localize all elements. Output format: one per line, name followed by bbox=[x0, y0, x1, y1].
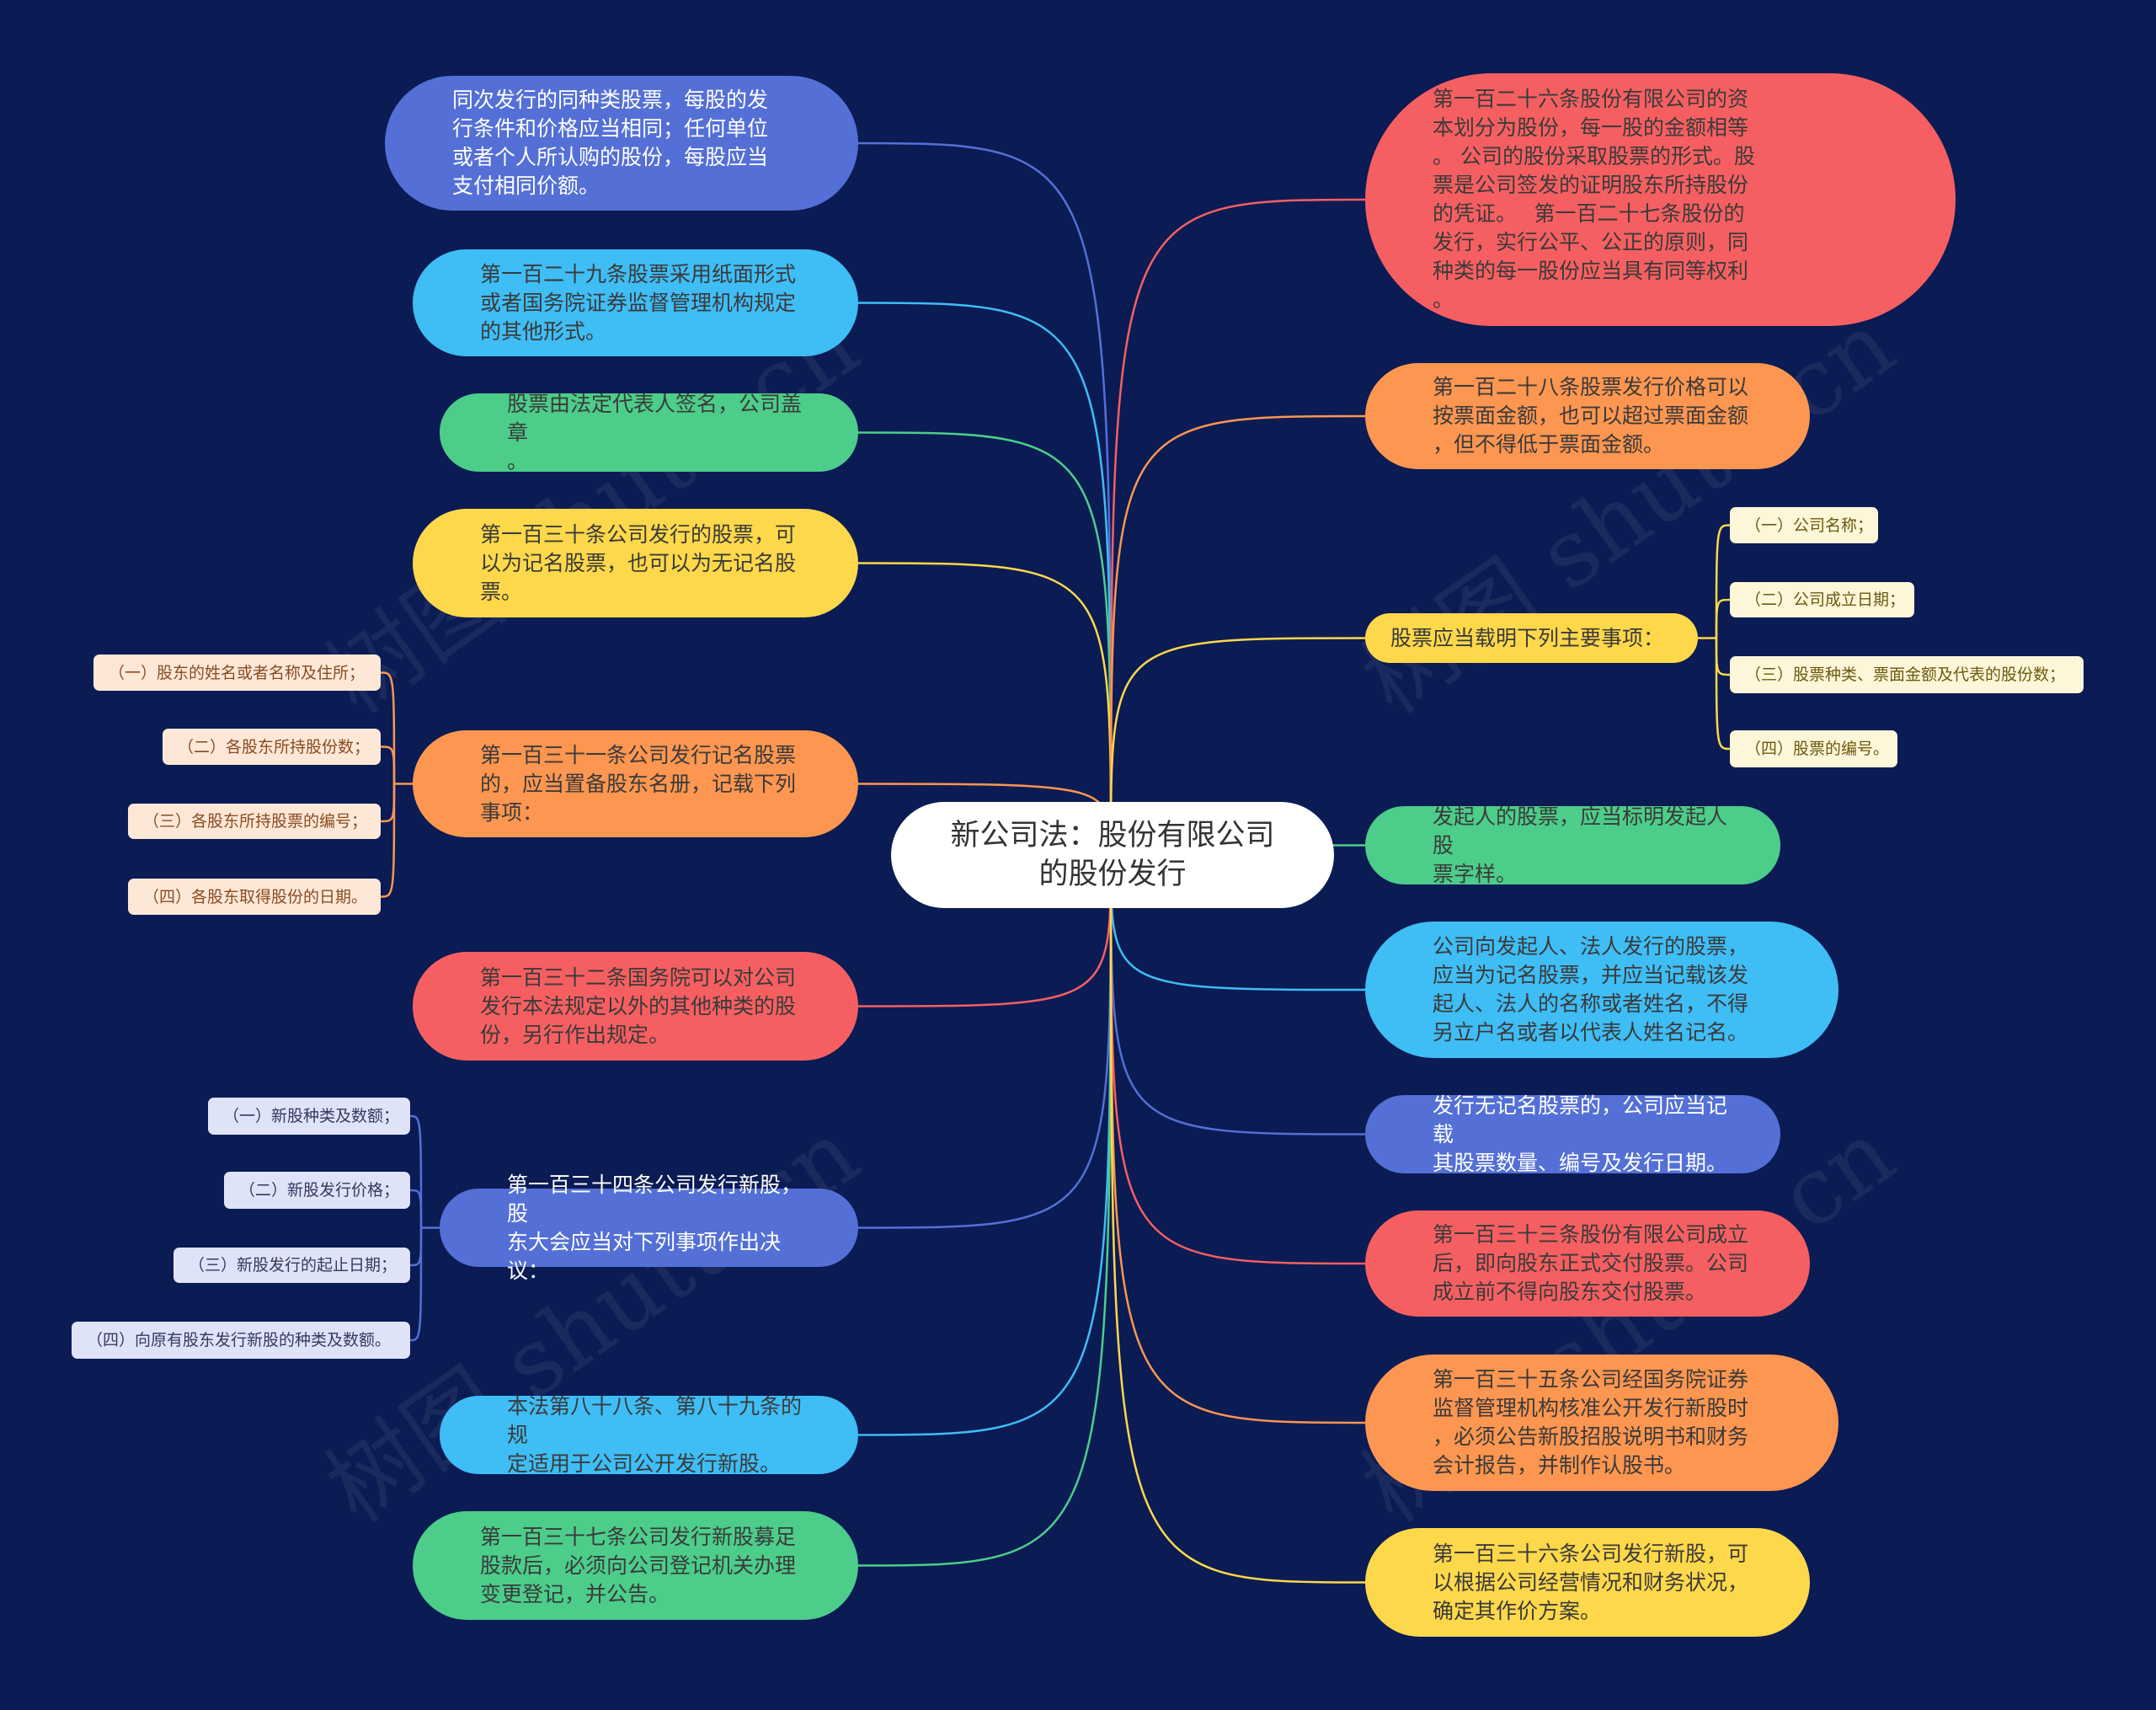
right-topic-3-subitem-2[interactable]: （二）公司成立日期； bbox=[1730, 582, 1914, 617]
right-topic-3-subitem-1[interactable]: （一）公司名称； bbox=[1730, 507, 1878, 543]
right-topic-7[interactable]: 第一百三十三条股份有限公司成立 后，即向股东正式交付股票。公司 成立前不得向股东… bbox=[1365, 1210, 1810, 1317]
connector-right-9 bbox=[1109, 854, 1366, 1584]
right-topic-1[interactable]: 第一百二十六条股份有限公司的资 本划分为股份，每一股的金额相等 。 公司的股份采… bbox=[1365, 73, 1956, 326]
subitem-connector bbox=[380, 783, 396, 823]
right-topic-6[interactable]: 发行无记名股票的，公司应当记载 其股票数量、编号及发行日期。 bbox=[1365, 1093, 1780, 1175]
subitem-connector bbox=[409, 1227, 423, 1267]
left-topic-5-subitem-4[interactable]: （四）各股东取得股份的日期。 bbox=[128, 879, 381, 915]
connector-left-8 bbox=[857, 854, 1113, 1436]
left-topic-5-subitem-2[interactable]: （二）各股东所持股份数； bbox=[163, 729, 381, 765]
connector-right-7 bbox=[1109, 854, 1366, 1265]
connector-left-7 bbox=[857, 854, 1113, 1229]
left-topic-5-subitem-3[interactable]: （三）各股东所持股票的编号； bbox=[128, 804, 381, 839]
subitem-connector bbox=[1715, 638, 1731, 751]
left-topic-5-subitem-1[interactable]: （一）股东的姓名或者名称及住所； bbox=[93, 655, 381, 691]
right-topic-4[interactable]: 发起人的股票，应当标明发起人股 票字样。 bbox=[1365, 804, 1780, 886]
subitem-connector bbox=[409, 1114, 423, 1228]
left-topic-1[interactable]: 同次发行的同种类股票，每股的发 行条件和价格应当相同；任何单位 或者个人所认购的… bbox=[385, 76, 858, 211]
subitem-connector bbox=[380, 745, 396, 784]
right-topic-3-subitem-3[interactable]: （三）股票种类、票面金额及代表的股份数； bbox=[1730, 656, 2084, 693]
right-topic-8[interactable]: 第一百三十五条公司经国务院证券 监督管理机构核准公开发行新股时 ，必须公告新股招… bbox=[1365, 1355, 1838, 1491]
left-topic-7-subitem-2[interactable]: （二）新股发行价格； bbox=[224, 1172, 410, 1209]
right-topic-3-subitem-4[interactable]: （四）股票的编号。 bbox=[1730, 730, 1897, 767]
subitem-connector bbox=[1715, 598, 1731, 639]
left-topic-7-subitem-1[interactable]: （一）新股种类及数额； bbox=[208, 1098, 410, 1135]
subitem-connector bbox=[380, 671, 396, 784]
left-topic-6[interactable]: 第一百三十二条国务院可以对公司 发行本法规定以外的其他种类的股 份，另行作出规定… bbox=[413, 952, 858, 1061]
right-topic-2[interactable]: 第一百二十八条股票发行价格可以 按票面金额，也可以超过票面金额 ，但不得低于票面… bbox=[1365, 363, 1810, 469]
left-topic-7[interactable]: 第一百三十四条公司发行新股，股 东大会应当对下列事项作出决议： bbox=[440, 1173, 858, 1283]
connector-right-2 bbox=[1109, 414, 1366, 856]
connector-left-9 bbox=[857, 854, 1113, 1567]
connector-right-1 bbox=[1109, 198, 1366, 856]
subitem-connector bbox=[409, 1227, 423, 1342]
left-topic-8[interactable]: 本法第八十八条、第八十九条的规 定适用于公司公开发行新股。 bbox=[440, 1394, 858, 1476]
left-topic-7-subitem-3[interactable]: （三）新股发行的起止日期； bbox=[173, 1248, 410, 1283]
subitem-connector bbox=[1715, 524, 1731, 639]
subitem-connector bbox=[380, 783, 396, 898]
connector-left-2 bbox=[857, 302, 1113, 856]
left-topic-2[interactable]: 第一百二十九条股票采用纸面形式 或者国务院证券监督管理机构规定 的其他形式。 bbox=[413, 249, 858, 356]
right-topic-5[interactable]: 公司向发起人、法人发行的股票， 应当为记名股票，并应当记载该发 起人、法人的名称… bbox=[1365, 922, 1838, 1058]
subitem-connector bbox=[1715, 638, 1731, 676]
right-topic-3[interactable]: 股票应当载明下列主要事项： bbox=[1365, 613, 1698, 663]
left-topic-9[interactable]: 第一百三十七条公司发行新股募足 股款后，必须向公司登记机关办理 变更登记，并公告… bbox=[413, 1511, 858, 1620]
left-topic-4[interactable]: 第一百三十条公司发行的股票，可 以为记名股票，也可以为无记名股 票。 bbox=[413, 509, 858, 617]
left-topic-7-subitem-4[interactable]: （四）向原有股东发行新股的种类及数额。 bbox=[72, 1322, 410, 1359]
left-topic-3[interactable]: 股票由法定代表人签名，公司盖章 。 bbox=[440, 392, 858, 473]
connector-left-1 bbox=[857, 142, 1113, 856]
central-topic[interactable]: 新公司法：股份有限公司 的股份发行 bbox=[891, 802, 1334, 908]
connector-right-8 bbox=[1109, 854, 1366, 1424]
subitem-connector bbox=[409, 1189, 423, 1228]
left-topic-5[interactable]: 第一百三十一条公司发行记名股票 的，应当置备股东名册，记载下列 事项： bbox=[413, 730, 858, 837]
connector-right-3 bbox=[1109, 637, 1366, 856]
right-topic-9[interactable]: 第一百三十六条公司发行新股，可 以根据公司经营情况和财务状况， 确定其作价方案。 bbox=[1365, 1528, 1810, 1637]
